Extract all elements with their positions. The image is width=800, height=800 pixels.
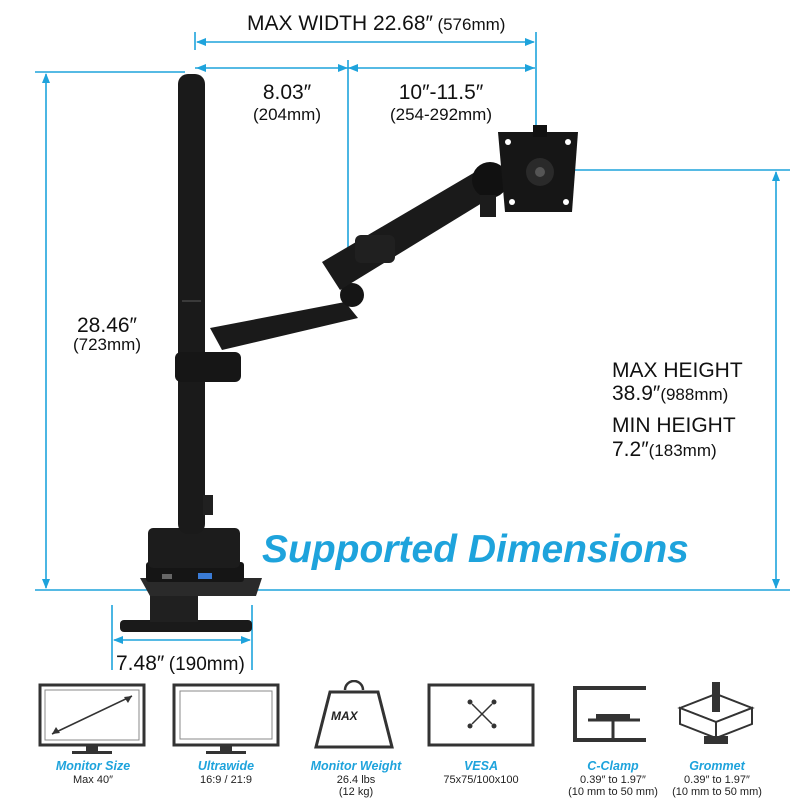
feature-detail: (10 mm to 50 mm) (672, 786, 762, 798)
feature-detail: 26.4 lbs (336, 774, 376, 786)
feature-detail: 0.39″ to 1.97″ (580, 774, 646, 786)
feature-icons-row (38, 680, 755, 754)
min-height-label: MIN HEIGHT (612, 414, 736, 437)
base-width-dimension-line (111, 605, 253, 670)
min-height-metric: (183mm) (648, 441, 717, 460)
arm-segment-2-metric: (254-292mm) (389, 105, 493, 124)
feature-title: Grommet (689, 759, 745, 773)
headline: Supported Dimensions (262, 528, 689, 571)
diagonal-monitor-icon (38, 683, 146, 754)
c-clamp-icon (573, 686, 646, 742)
pole-height-metric: (723mm) (72, 335, 141, 354)
feature-title: Monitor Weight (310, 759, 402, 773)
arm-segment-dimension-line (195, 60, 535, 255)
min-height-imperial: 7.2″ (612, 438, 649, 461)
vesa-mount-head (498, 125, 578, 212)
max-width-metric: (576mm) (437, 15, 506, 34)
max-width-dimension-line (194, 32, 537, 138)
max-height-dimension-line (560, 169, 790, 589)
monitor-arm-illustration (120, 74, 578, 632)
feature-title: VESA (463, 759, 499, 773)
max-height-label: MAX HEIGHT (612, 359, 743, 382)
feature-detail: 16:9 / 21:9 (200, 774, 252, 786)
feature-title: Monitor Size (55, 759, 131, 773)
feature-detail: 0.39″ to 1.97″ (684, 774, 750, 786)
base-width-metric: (190mm) (168, 654, 245, 675)
feature-title: Ultrawide (197, 759, 255, 773)
feature-title: C-Clamp (587, 759, 639, 773)
base-width-imperial: 7.48″ (116, 652, 165, 675)
feature-detail: (12 kg) (338, 786, 374, 798)
weight-badge: MAX (331, 709, 358, 723)
vesa-pattern-icon (427, 683, 535, 747)
max-width-label: MAX WIDTH 22.68″ (247, 12, 433, 35)
weight-icon (314, 680, 394, 749)
max-height-metric: (988mm) (660, 385, 729, 404)
feature-detail: (10 mm to 50 mm) (568, 786, 658, 798)
grommet-icon (677, 682, 755, 744)
arm-segment-2-imperial: 10″-11.5″ (398, 81, 484, 104)
feature-detail: Max 40″ (73, 774, 113, 786)
ultrawide-monitor-icon (172, 683, 280, 754)
pole-height-dimension-line (35, 71, 185, 589)
max-height-imperial: 38.9″ (612, 382, 661, 405)
arm-segment-1-metric: (204mm) (252, 105, 321, 124)
arm-segment-1-imperial: 8.03″ (262, 81, 312, 104)
pole-height-imperial: 28.46″ (77, 314, 137, 337)
feature-detail: 75x75/100x100 (443, 774, 519, 786)
